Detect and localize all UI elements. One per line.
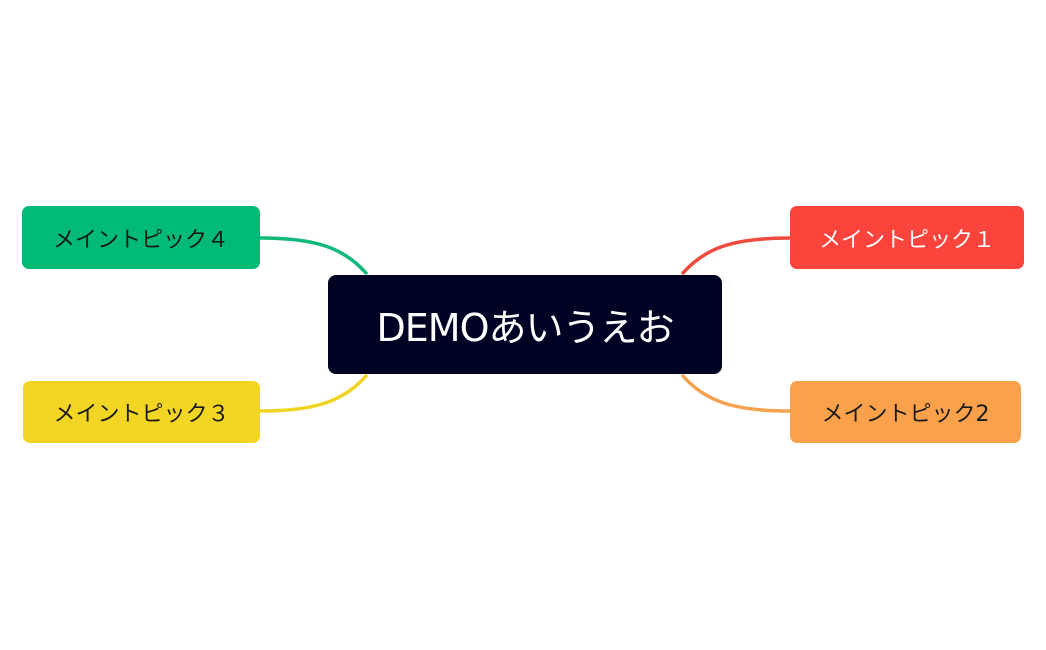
main-topic-4-label: メイントピック４ [52, 227, 229, 253]
connector-topic-1 [681, 236, 792, 275]
main-topic-1-label: メイントピック１ [818, 227, 995, 253]
central-topic[interactable]: DEMOあいうえお [328, 275, 722, 374]
main-topic-1[interactable]: メイントピック１ [790, 206, 1024, 269]
main-topic-3[interactable]: メイントピック３ [23, 381, 260, 443]
connector-topic-3 [258, 374, 368, 413]
connector-topic-2 [681, 374, 792, 413]
central-topic-label: DEMOあいうえお [376, 306, 675, 350]
main-topic-4[interactable]: メイントピック４ [22, 206, 260, 269]
main-topic-3-label: メイントピック３ [53, 402, 230, 427]
connector-topic-4 [258, 236, 368, 275]
main-topic-2-label: メイントピック2 [821, 402, 990, 427]
main-topic-2[interactable]: メイントピック2 [790, 381, 1021, 443]
